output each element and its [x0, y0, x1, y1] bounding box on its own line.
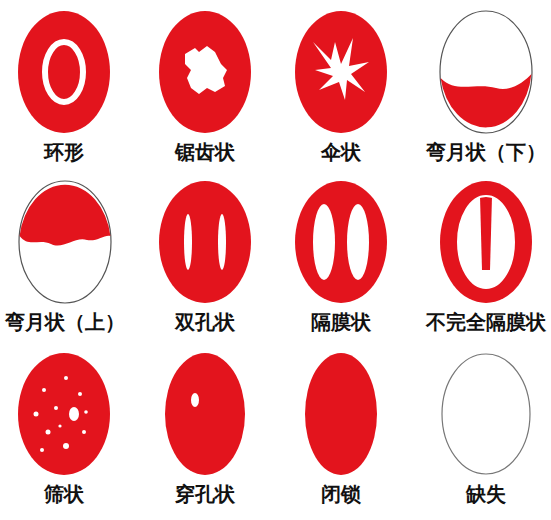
shape-figure: [291, 178, 391, 306]
shape-caption: 穿孔状: [155, 482, 255, 506]
shape-caption: 缺失: [436, 482, 536, 506]
hymen-shape: 穿孔状: [155, 350, 255, 506]
shape-caption: 闭锁: [291, 482, 391, 506]
shape-figure: [291, 8, 391, 136]
hymen-shape: 锯齿状: [155, 8, 255, 164]
shape-figure: [436, 8, 536, 136]
shape-caption: 伞状: [291, 140, 391, 164]
hymen-shape: 缺失: [436, 350, 536, 506]
shape-figure: [436, 350, 536, 478]
shape-caption: 隔膜状: [291, 310, 391, 334]
shape-figure: [291, 350, 391, 478]
hymen-shape: 闭锁: [291, 350, 391, 506]
hymen-shape: 伞状: [291, 8, 391, 164]
shape-caption: 筛状: [14, 482, 114, 506]
hymen-shape: 隔膜状: [291, 178, 391, 334]
shape-caption: 弯月状（上）: [3, 310, 127, 334]
shape-caption: 弯月状（下）: [424, 140, 548, 164]
shape-figure: [155, 8, 255, 136]
hymen-shape: 弯月状（下）: [424, 8, 548, 164]
hymen-shape: 筛状: [14, 350, 114, 506]
shape-figure: [14, 8, 114, 136]
shape-caption: 双孔状: [155, 310, 255, 334]
shape-figure: [436, 178, 536, 306]
shape-caption: 锯齿状: [155, 140, 255, 164]
shape-caption: 环形: [14, 140, 114, 164]
hymen-shape: 环形: [14, 8, 114, 164]
shape-figure: [15, 178, 115, 306]
shape-caption: 不完全隔膜状: [424, 310, 548, 334]
shape-figure: [14, 350, 114, 478]
hymen-shape: 不完全隔膜状: [424, 178, 548, 334]
hymen-shape: 双孔状: [155, 178, 255, 334]
hymen-shape: 弯月状（上）: [3, 178, 127, 334]
shape-figure: [155, 178, 255, 306]
shape-figure: [155, 350, 255, 478]
